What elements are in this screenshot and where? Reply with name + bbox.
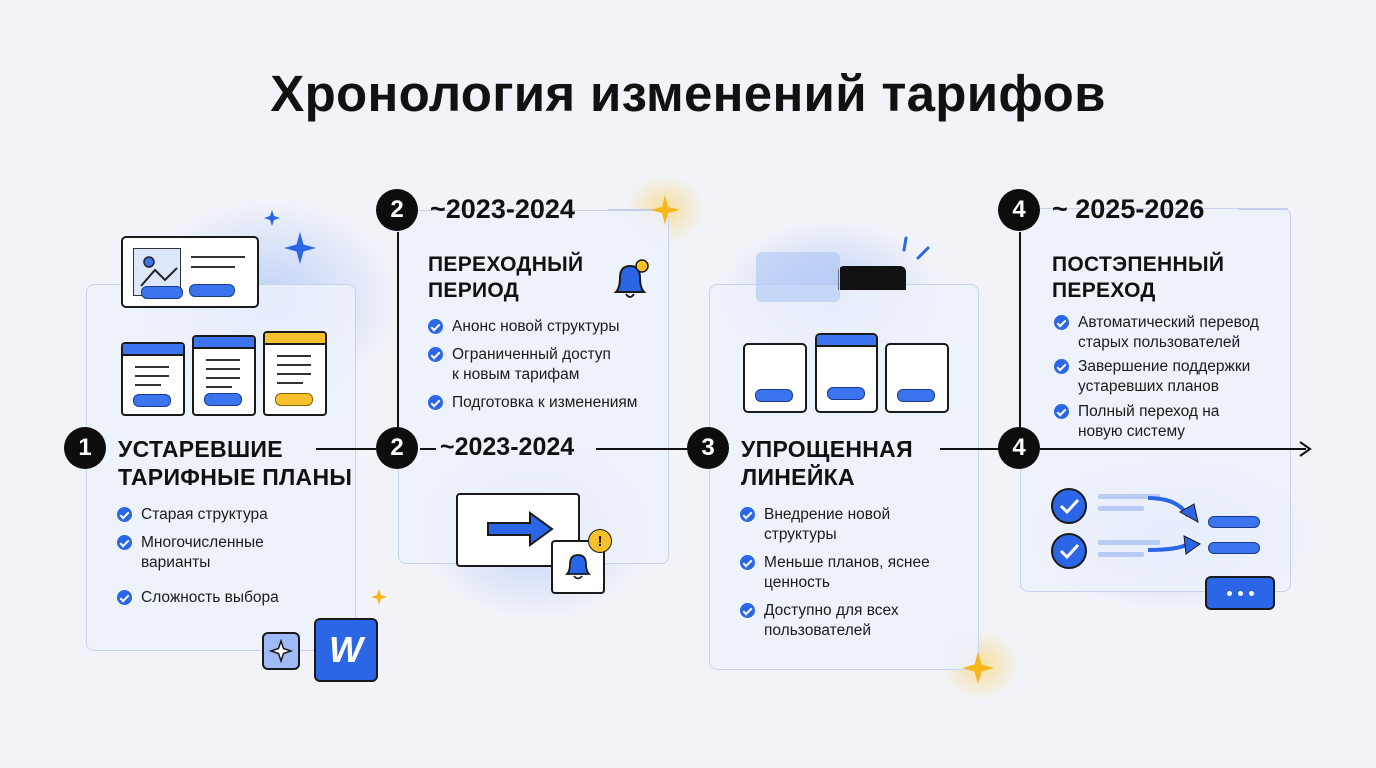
sparkle-icon (371, 589, 387, 605)
pricing-cards-icon (192, 335, 256, 416)
check-circle-icon (1051, 533, 1087, 569)
image-card-icon (121, 236, 259, 308)
sparkle-button-icon (262, 632, 300, 670)
tablet-icon (838, 266, 906, 290)
target-plan-pill (1208, 542, 1260, 554)
timeline-line (940, 448, 1000, 450)
stage-1-item: Сложность выбора (117, 588, 279, 608)
stage-2-item: Анонс новой структуры (428, 317, 620, 337)
plan-card-icon (815, 333, 878, 413)
glass-card-icon (756, 252, 840, 302)
pricing-cards-icon (121, 342, 185, 416)
stage-1-number: 1 (64, 427, 106, 469)
webflow-logo: W (314, 618, 378, 682)
migration-lines-icon (1098, 494, 1201, 557)
sparkle-icon (650, 195, 680, 225)
stage-2-year: ~2023-2024 (430, 194, 575, 224)
page-title: Хронология изменений тарифов (270, 65, 1106, 122)
stage-4-vertical-line (1019, 232, 1021, 428)
alert-icon: ! (588, 529, 612, 553)
timeline-line (596, 448, 688, 450)
year-connector-4 (1238, 208, 1288, 210)
plan-card-icon (743, 343, 807, 413)
spark-lines-icon (902, 236, 930, 260)
sparkle-icon (962, 652, 994, 684)
check-circle-icon (1051, 488, 1087, 524)
stage-3-number: 3 (687, 427, 729, 469)
timeline-arrow-icon (1299, 441, 1312, 457)
bell-icon (613, 259, 649, 298)
sparkle-icon (264, 210, 280, 226)
stage-4-number: 4 (998, 189, 1040, 231)
pricing-cards-icon (263, 331, 327, 416)
sparkle-icon (284, 232, 316, 264)
stage-1-item: Старая структура (117, 505, 268, 525)
timeline-line (420, 448, 436, 450)
stage-2-number: 2 (376, 189, 418, 231)
stage-2-vertical-line (397, 232, 399, 428)
plan-card-icon (885, 343, 949, 413)
stage-2-timeline-number: 2 (376, 427, 418, 469)
year-connector-2 (608, 209, 653, 211)
timeline-line (1040, 448, 1306, 450)
stage-4-timeline-number: 4 (998, 427, 1040, 469)
target-plan-pill (1208, 516, 1260, 528)
stage-2-timeline-year: ~2023-2024 (440, 433, 575, 461)
stage-4-panel (1020, 208, 1291, 592)
stage-2-item: Подготовка к изменениям (428, 393, 637, 413)
timeline-line (316, 448, 376, 450)
dots-button-icon (1205, 576, 1275, 610)
stage-4-year: ~ 2025-2026 (1052, 194, 1205, 224)
